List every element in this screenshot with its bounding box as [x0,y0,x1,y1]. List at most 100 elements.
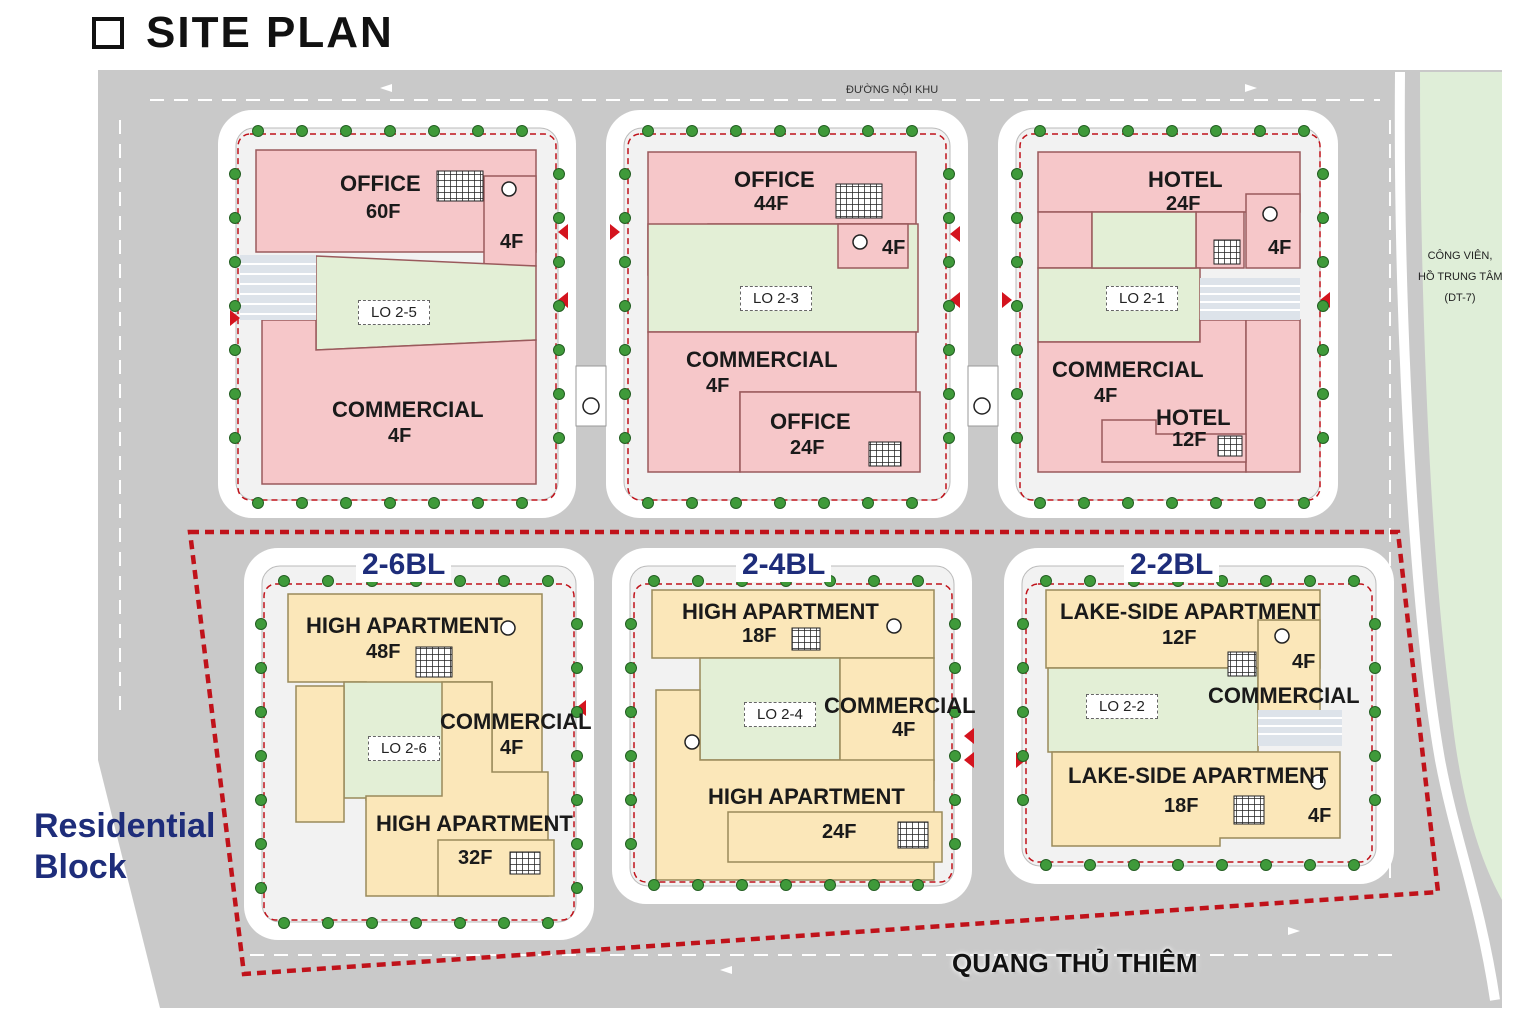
tree-icon [818,497,830,509]
lot-2-4-ha2-floors: 24F [822,821,857,843]
tree-icon [625,706,637,718]
tree-icon [1369,794,1381,806]
grid-icon [868,441,902,467]
tree-icon [255,838,267,850]
page-header: SITE PLAN [92,8,394,58]
tree-icon [1216,859,1228,871]
tree-icon [1369,750,1381,762]
lot-2-1-commercial-floors: 4F [1094,385,1118,407]
circle-icon [684,734,700,750]
lot-2-1-hotel2-label: HOTEL [1156,405,1231,430]
tree-icon [1317,256,1329,268]
tree-icon [949,794,961,806]
tree-icon [472,125,484,137]
tree-icon [1317,432,1329,444]
tree-icon [774,497,786,509]
tree-icon [736,879,748,891]
tree-icon [1122,497,1134,509]
tree-icon [571,662,583,674]
tree-icon [619,168,631,180]
tree-icon [642,497,654,509]
lot-2-6-commercial-floors: 4F [500,737,524,759]
tree-icon [943,432,955,444]
tree-icon [625,662,637,674]
tree-icon [255,618,267,630]
tree-icon [943,168,955,180]
lot-2-4-ha1-floors: 18F [742,625,777,647]
lot-2-3-office-floors: 44F [754,193,789,215]
checkbox-icon [92,17,124,49]
tree-icon [1017,662,1029,674]
tree-icon [1011,432,1023,444]
tree-icon [906,497,918,509]
block-2-2bl-label: 2-2BL [1124,548,1220,582]
circle-icon [852,234,868,250]
tree-icon [1348,575,1360,587]
tree-icon [1040,575,1052,587]
tree-icon [619,212,631,224]
lot-2-5-tower-floors: 4F [500,231,524,253]
lot-2-2-tower2-floors: 4F [1308,805,1332,827]
tree-icon [229,388,241,400]
tree-icon [472,497,484,509]
main-street-label: QUANG THỦ THIÊM [952,948,1198,978]
grid-icon [509,851,541,875]
tree-icon [571,750,583,762]
tree-icon [943,344,955,356]
tree-icon [1128,859,1140,871]
tree-icon [648,879,660,891]
tree-icon [553,388,565,400]
tree-icon [625,618,637,630]
tree-icon [1210,125,1222,137]
lot-2-2-la2-floors: 18F [1164,795,1199,817]
tree-icon [229,256,241,268]
tree-icon [1348,859,1360,871]
park-label-line3: (DT-7) [1444,291,1476,304]
park-label-line1: CÔNG VIÊN, [1427,250,1493,262]
tree-icon [1254,497,1266,509]
tree-icon [516,125,528,137]
tree-icon [1317,212,1329,224]
tree-icon [553,344,565,356]
tree-icon [619,256,631,268]
tree-icon [340,497,352,509]
tree-icon [1298,125,1310,137]
tree-icon [553,432,565,444]
tree-icon [943,256,955,268]
residential-boundary [187,529,1441,977]
tree-icon [1304,575,1316,587]
tree-icon [1078,125,1090,137]
tree-icon [1084,575,1096,587]
tree-icon [255,882,267,894]
tree-icon [571,618,583,630]
lot-2-5-office-floors: 60F [366,201,401,223]
lot-2-4-commercial-label: COMMERCIAL [824,693,976,718]
tree-icon [1254,125,1266,137]
tree-icon [1260,859,1272,871]
tree-icon [686,125,698,137]
tree-icon [780,879,792,891]
lot-2-3-office-label: OFFICE [734,167,815,192]
block-2-4bl-label: 2-4BL [736,548,832,582]
tree-icon [949,662,961,674]
tree-icon [1011,300,1023,312]
lot-2-4-ha2-label: HIGH APARTMENT [708,784,905,809]
tree-icon [553,168,565,180]
tree-icon [949,706,961,718]
tree-icon [818,125,830,137]
tree-icon [516,497,528,509]
tree-icon [296,497,308,509]
tree-icon [943,212,955,224]
block-2-6bl-label: 2-6BL [356,548,452,582]
tree-icon [1011,388,1023,400]
tree-icon [1210,497,1222,509]
tree-icon [229,300,241,312]
tree-icon [1166,497,1178,509]
tree-icon [255,662,267,674]
tree-icon [1034,497,1046,509]
residential-label-line2: Block [34,847,127,886]
tree-icon [571,706,583,718]
tree-icon [625,794,637,806]
tree-icon [278,575,290,587]
